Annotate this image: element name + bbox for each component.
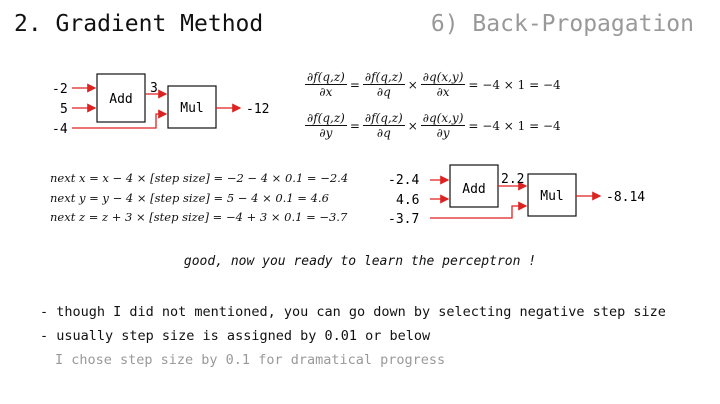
input-x-value: -2: [52, 82, 68, 97]
computation-graph-updated: -2.4 4.6 -3.7 Add 2.2 Mul -8.14: [388, 164, 645, 227]
mul-node: [527, 173, 577, 217]
bullet-item: - though I did not mentioned, you can go…: [40, 304, 666, 320]
input-y-value: 5: [60, 102, 68, 117]
mul-node: [167, 85, 217, 129]
add-node: [96, 73, 146, 123]
bullet-item: - usually step size is assigned by 0.01 …: [40, 328, 431, 344]
add-output-value: 3: [150, 81, 158, 96]
input-z-value: -4: [52, 122, 68, 137]
side-note: I chose step size by 0.1 for dramatical …: [55, 352, 446, 368]
input-y-value: 4.6: [396, 193, 419, 208]
graph-output-value: -8.14: [606, 190, 645, 205]
mul-node-label: Mul: [540, 189, 563, 204]
input-x-value: -2.4: [388, 173, 419, 188]
update-y-equation: next y = y − 4 × [step size] = 5 − 4 × 0…: [50, 191, 329, 205]
computation-graph-forward: -2 5 -4 Add 3 Mul -12: [52, 73, 269, 137]
input-z-value: -3.7: [388, 212, 419, 227]
add-output-value: 2.2: [501, 172, 524, 187]
add-node-label: Add: [109, 92, 132, 107]
derivative-x-equation: ∂f(q,z)∂x = ∂f(q,z)∂q × ∂q(x,y)∂x = −4 ×…: [305, 70, 561, 99]
add-node: [449, 164, 499, 208]
update-x-equation: next x = x − 4 × [step size] = −2 − 4 × …: [50, 171, 349, 185]
section-title: 6) Back-Propagation: [430, 11, 694, 37]
graph-output-value: -12: [246, 102, 269, 117]
mul-node-label: Mul: [180, 101, 203, 116]
update-z-equation: next z = z + 3 × [step size] = −4 + 3 × …: [50, 210, 348, 224]
derivative-y-equation: ∂f(q,z)∂y = ∂f(q,z)∂q × ∂q(x,y)∂y = −4 ×…: [305, 111, 561, 140]
add-node-label: Add: [462, 182, 485, 197]
remark-text: good, now you ready to learn the percept…: [183, 254, 537, 269]
page-title: 2. Gradient Method: [14, 11, 264, 37]
